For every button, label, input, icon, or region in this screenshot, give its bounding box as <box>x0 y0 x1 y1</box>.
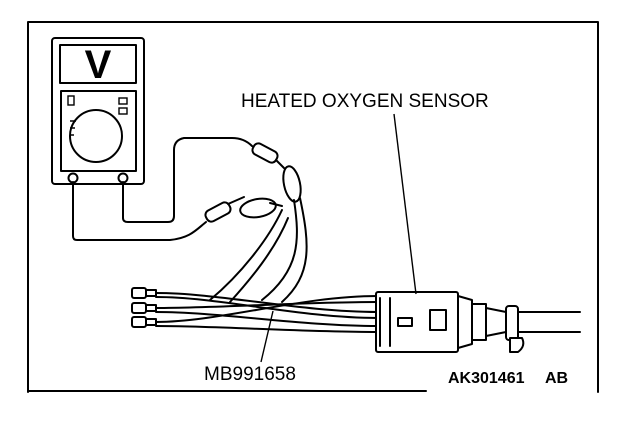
button-icon <box>118 97 128 105</box>
test-probe-b <box>251 142 302 203</box>
sensor-label: HEATED OXYGEN SENSOR <box>241 91 489 112</box>
harness-leader-line <box>260 310 274 363</box>
connector-lock <box>429 309 447 331</box>
dial-scale-marks <box>70 120 76 136</box>
harness-label: MB991658 <box>204 364 296 385</box>
test-harness-bundle <box>155 292 379 333</box>
figure-frame <box>27 21 599 393</box>
test-probe-a <box>204 196 283 223</box>
mode-indicator <box>67 95 75 106</box>
connector-latch <box>397 317 413 327</box>
cable-clamp <box>505 305 519 341</box>
sensor-connector <box>375 291 487 353</box>
multimeter: V <box>51 37 145 185</box>
test-lead-b <box>122 137 253 223</box>
test-lead-a <box>72 181 207 241</box>
multimeter-display-symbol: V <box>85 43 112 87</box>
sensor-leader-line <box>393 113 417 295</box>
multimeter-display <box>59 44 137 84</box>
probe-wires <box>209 197 308 303</box>
alligator-clip <box>239 197 277 219</box>
harness-connectors-left <box>131 287 157 328</box>
sensor-cable <box>485 305 581 353</box>
figure-code: AK301461 <box>448 370 525 387</box>
button-icon <box>118 107 128 115</box>
figure-code-suffix: AB <box>545 370 568 387</box>
multimeter-selector-dial <box>69 109 123 163</box>
alligator-clip <box>282 165 302 203</box>
